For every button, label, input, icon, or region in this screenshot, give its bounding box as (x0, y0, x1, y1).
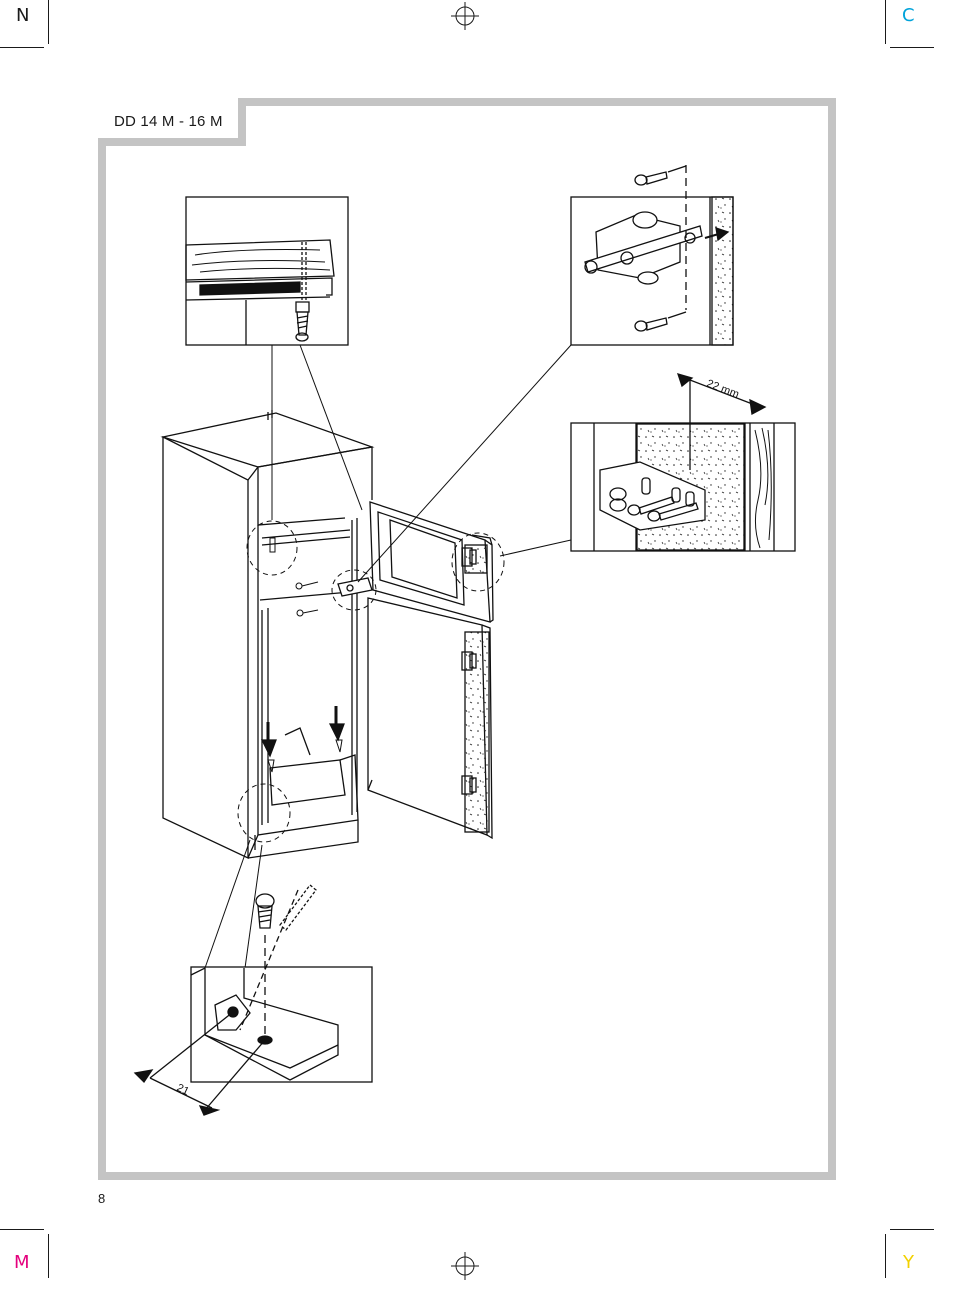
cabinet (163, 410, 372, 858)
screw-icon (268, 538, 342, 772)
detail-panel-bottom-left (135, 885, 372, 1115)
page-number: 8 (98, 1191, 105, 1206)
screw-icon (256, 894, 274, 928)
detail-panel-top-right (571, 165, 733, 345)
detail-panel-middle-right (571, 374, 795, 551)
arrow-down-icon (262, 706, 344, 756)
detail-panel-top-left (186, 197, 348, 345)
dimension-label-21: 21 (175, 1082, 191, 1098)
dimension-label-22mm: 22 mm (705, 378, 741, 401)
lower-door (368, 598, 492, 838)
center-hinge (338, 578, 372, 596)
dowel-icon (280, 885, 316, 930)
